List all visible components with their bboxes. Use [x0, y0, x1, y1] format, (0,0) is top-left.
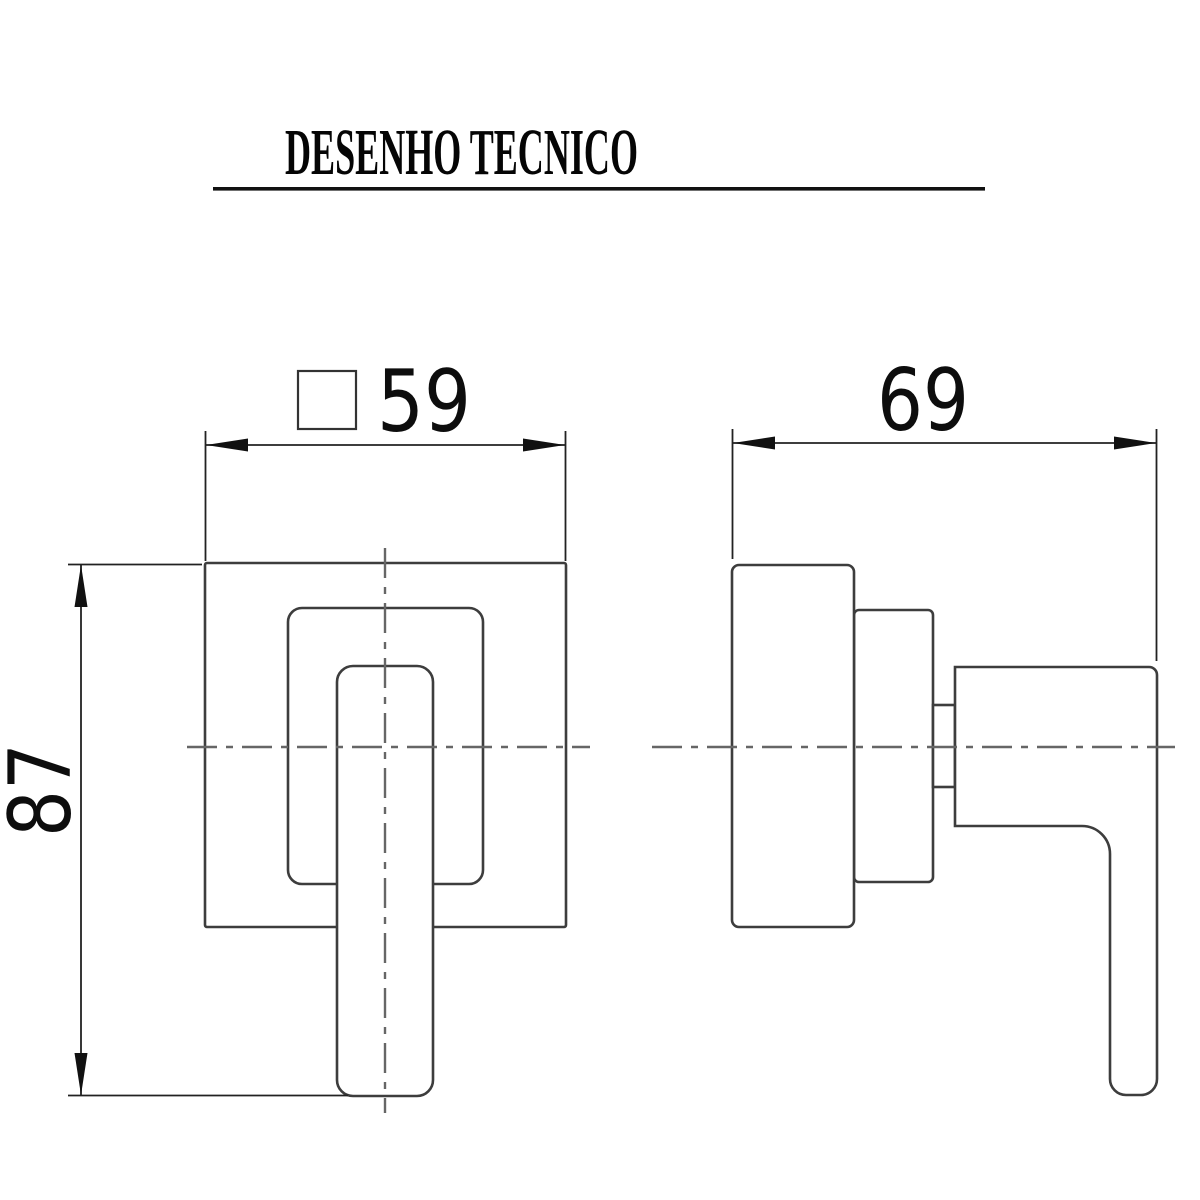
dimension-depth-69: 69 — [731, 351, 1158, 661]
arrowhead-right-icon — [1114, 436, 1156, 450]
depth-dimension-value: 69 — [877, 351, 969, 451]
title-underline — [213, 187, 985, 191]
arrowhead-left-icon — [733, 436, 775, 450]
arrowhead-left-icon — [206, 438, 248, 452]
page-title: DESENHO TECNICO — [285, 116, 638, 189]
front-view-centerlines — [187, 548, 590, 1113]
dimension-width-59: 59 — [204, 352, 567, 561]
dimension-height-87: 87 — [0, 563, 348, 1097]
square-section-symbol-icon — [296, 369, 358, 431]
drawing-header: DESENHO TECNICO — [213, 116, 985, 191]
arrowhead-up-icon — [74, 565, 88, 607]
height-dimension-value: 87 — [0, 743, 91, 837]
width-dimension-value: 59 — [377, 352, 471, 452]
side-view — [730, 563, 1159, 1097]
side-lever-handle — [953, 665, 1159, 1097]
arrowhead-right-icon — [523, 438, 565, 452]
arrowhead-down-icon — [74, 1053, 88, 1095]
